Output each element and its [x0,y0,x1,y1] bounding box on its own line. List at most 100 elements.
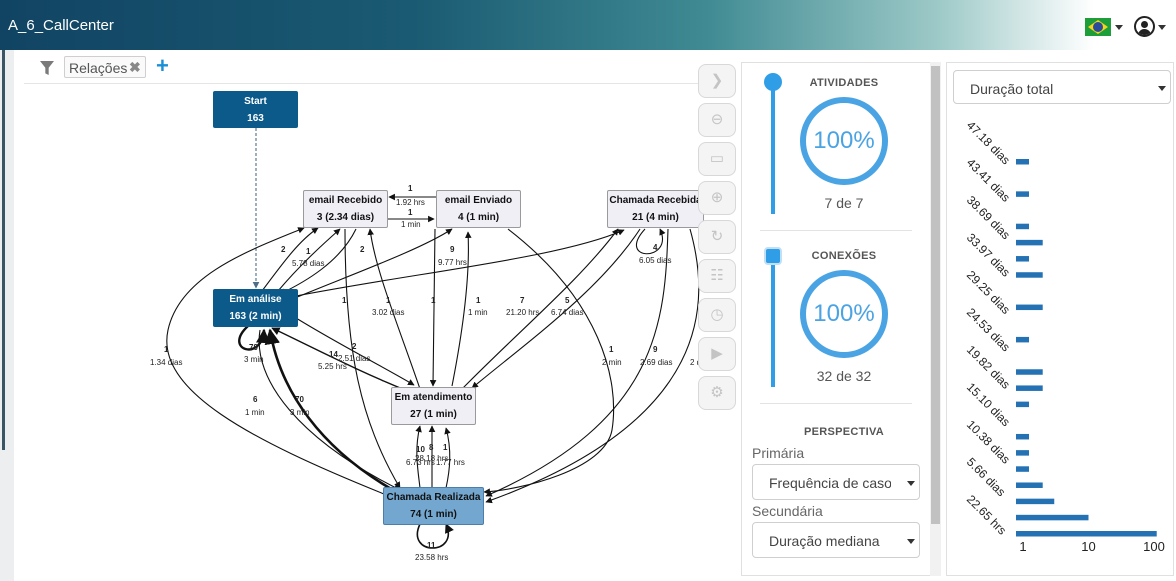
node-value: 27 (1 min) [410,409,457,420]
hierarchy-icon[interactable]: ☷ [698,259,736,293]
edge-label-duration: 2.69 dias [640,358,673,367]
histogram-bar [1016,223,1029,230]
node-value: 3 (2.34 dias) [316,212,375,223]
primary-select[interactable]: Frequência de casos [752,464,920,500]
histogram-bar [1016,433,1029,440]
edge-label-duration: 1.77 hrs [436,458,465,467]
edge-label-count: 10 [416,445,425,454]
edge-label-duration: 1.34 dias [150,358,183,367]
node-start[interactable]: Start 163 [213,91,298,128]
edge-label-count: 1 [408,184,413,193]
edge-label-duration: 2.51 dias [338,354,371,363]
edge-label-duration: 6.74 dias [551,308,584,317]
clock-icon[interactable]: ◷ [698,298,736,332]
edge-label-duration: 5.78 dias [292,259,325,268]
metric-select[interactable]: Duração total [953,70,1171,104]
app-header: A_6_CallCenter [0,0,1176,50]
edge-label-duration: 1 min [401,220,421,229]
connections-ratio: 32 de 32 [816,368,872,384]
edge-label-count: 6 [253,395,258,404]
edge-label-count: 9 [653,345,658,354]
controls-scrollbar-thumb[interactable] [931,66,940,524]
close-icon[interactable]: ✖ [129,59,141,75]
edge-label-count: 4 [653,243,658,252]
zoom-in-icon[interactable]: ⊕ [698,181,736,215]
histogram-bar [1016,239,1043,246]
node-label: Em atendimento [394,392,473,403]
node-label: Chamada Realizada [386,492,481,503]
histogram-bar [1016,369,1043,375]
node-chamada-recebida[interactable]: Chamada Recebida 21 (4 min) [607,190,704,228]
edge-label-duration: 1 min [245,408,265,417]
user-circle-icon[interactable] [1134,16,1155,37]
node-label: email Enviado [444,195,513,206]
node-chamada-realizada[interactable]: Chamada Realizada 74 (1 min) [383,487,484,525]
chevron-down-icon [907,481,915,486]
node-email-recebido[interactable]: email Recebido 3 (2.34 dias) [303,190,388,228]
edge-label-duration: 6.05 dias [639,256,672,265]
histogram-x-tick: 100 [1143,539,1165,554]
connections-slider-handle[interactable] [764,247,782,265]
histogram-bar [1016,272,1043,278]
edge-label-count: 9 [450,245,455,254]
histogram-bar [1016,514,1089,521]
connections-slider[interactable] [771,254,775,387]
play-icon[interactable]: ▶ [698,337,736,371]
edge-label-count: 8 [429,443,434,452]
primary-label: Primária [752,445,805,461]
histogram-bar [1016,336,1029,343]
secondary-select-value: Duração mediana [769,533,880,549]
histogram-bar [1016,256,1029,262]
chevron-right-icon[interactable]: ❯ [698,64,736,98]
filter-chip[interactable]: Relações ✖ [64,56,146,78]
node-email-enviado[interactable]: email Enviado 4 (1 min) [436,190,521,228]
secondary-select[interactable]: Duração mediana [752,522,920,558]
filter-bar: Relações ✖ + [24,53,734,84]
node-em-analise[interactable]: Em análise 163 (2 min) [213,289,298,327]
edge-label-duration: 3 min [290,408,310,417]
edge-label-count: 1 [408,208,413,217]
node-value: 163 (2 min) [229,311,282,322]
activities-slider[interactable] [771,81,775,214]
edge-label-duration: 3 min [244,355,264,364]
histogram-bar [1016,531,1157,537]
edge-label-duration: 2 min [602,358,622,367]
histogram-bar [1016,304,1043,311]
refresh-icon[interactable]: ↻ [698,220,736,254]
monitor-icon[interactable]: ▭ [698,142,736,176]
node-value: 4 (1 min) [457,212,500,223]
plus-icon[interactable]: + [156,53,169,78]
node-em-atendimento[interactable]: Em atendimento 27 (1 min) [391,387,476,425]
histogram-bar [1016,159,1029,165]
connections-percent: 100% [813,300,875,327]
edge-label-duration: 3.02 dias [372,308,405,317]
app-title: A_6_CallCenter [8,17,114,34]
edge-label-count: 1 [306,247,311,256]
metric-select-value: Duração total [970,81,1054,97]
connections-title: CONEXÕES [811,250,877,262]
user-menu-caret-icon[interactable] [1158,25,1166,30]
histogram-bar [1016,450,1029,456]
histogram-bar [1016,466,1029,472]
edge-label-count: 1 [476,296,481,305]
edge-label-count: 2 [281,245,286,254]
brazil-flag-icon[interactable] [1085,18,1111,36]
node-value: 163 [247,113,264,124]
zoom-out-icon[interactable]: ⊖ [698,103,736,137]
node-label: Chamada Recebida [609,195,702,206]
perspective-title: PERSPECTIVA [803,426,885,438]
edge-label-count: 14 [329,350,338,359]
connections-ring [800,270,888,358]
chevron-down-icon [907,539,915,544]
histogram-category-label: 22.65 hrs [964,492,1009,537]
edge-label-duration: 6.73 hrs [406,458,435,467]
histogram-bar [1016,401,1029,408]
edge-label-duration: 28.18 hrs [415,454,449,463]
histogram-x-tick: 1 [1019,539,1026,554]
settings-icon[interactable]: ⚙ [698,376,736,410]
edge-label-count: 1 [164,345,169,354]
language-caret-icon[interactable] [1115,25,1123,30]
node-label: email Recebido [308,195,383,206]
activities-slider-handle[interactable] [764,73,782,91]
